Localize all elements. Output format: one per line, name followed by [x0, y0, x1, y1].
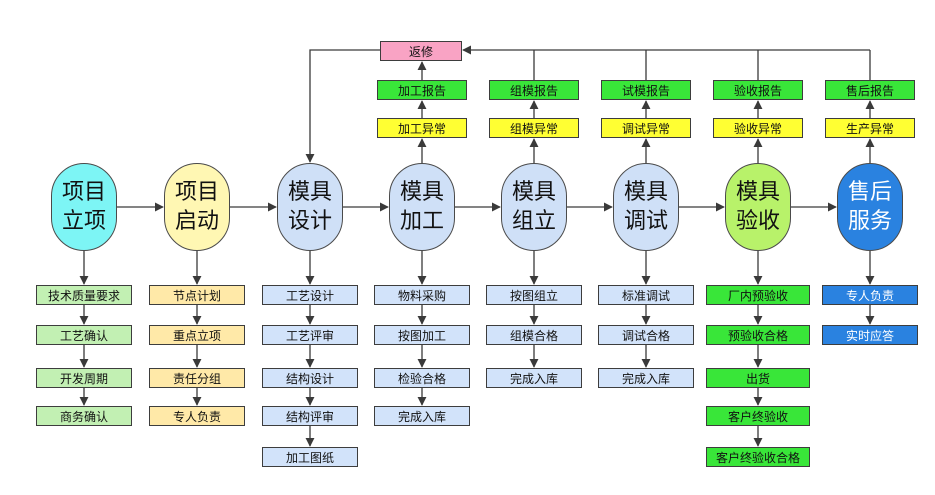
sub-item: 加工图纸: [262, 447, 358, 467]
sub-item: 检验合格: [374, 368, 470, 388]
rework-box: 返修: [380, 41, 462, 61]
stage-label-line1: 售后: [847, 180, 892, 205]
rework-arrow: [305, 49, 380, 163]
sub-item: 实时应答: [822, 325, 918, 345]
sub-item: 组模合格: [486, 325, 582, 345]
sub-item: 结构设计: [262, 368, 358, 388]
stage-s6: 模具调试: [613, 163, 679, 251]
stage-label-line1: 项目: [174, 180, 219, 205]
sub-item: 开发周期: [36, 368, 132, 388]
sub-item: 调试合格: [598, 325, 694, 345]
sub-item: 工艺评审: [262, 325, 358, 345]
sub-item: 按图加工: [374, 325, 470, 345]
sub-item: 完成入库: [486, 368, 582, 388]
report-box: 试模报告: [601, 80, 691, 100]
stage-label-line1: 模具: [511, 180, 556, 205]
stage-label-line1: 模具: [287, 180, 332, 205]
stage-label-line2: 服务: [847, 209, 892, 234]
stage-s5: 模具组立: [501, 163, 567, 251]
stage-label-line1: 项目: [61, 180, 106, 205]
sub-item: 按图组立: [486, 285, 582, 305]
sub-item: 责任分组: [149, 368, 245, 388]
exception-box: 调试异常: [601, 118, 691, 138]
sub-item: 节点计划: [149, 285, 245, 305]
report-box: 组模报告: [489, 80, 579, 100]
stage-s2: 项目启动: [164, 163, 230, 251]
sub-item: 技术质量要求: [36, 285, 132, 305]
sub-item: 专人负责: [149, 406, 245, 426]
sub-item: 结构评审: [262, 406, 358, 426]
sub-item: 工艺确认: [36, 325, 132, 345]
stage-s1: 项目立项: [51, 163, 117, 251]
exception-box: 验收异常: [713, 118, 803, 138]
report-box: 售后报告: [825, 80, 915, 100]
sub-item: 物料采购: [374, 285, 470, 305]
sub-item: 出货: [706, 368, 810, 388]
sub-item: 工艺设计: [262, 285, 358, 305]
exception-box: 生产异常: [825, 118, 915, 138]
stage-label-line2: 设计: [287, 209, 332, 234]
sub-item: 厂内预验收: [706, 285, 810, 305]
exception-box: 组模异常: [489, 118, 579, 138]
sub-item: 完成入库: [374, 406, 470, 426]
stage-label-line1: 模具: [399, 180, 444, 205]
sub-item: 预验收合格: [706, 325, 810, 345]
report-box: 验收报告: [713, 80, 803, 100]
sub-item: 重点立项: [149, 325, 245, 345]
stage-s7: 模具验收: [725, 163, 791, 251]
stage-label-line2: 验收: [735, 209, 780, 234]
sub-item: 专人负责: [822, 285, 918, 305]
sub-item: 客户终验收: [706, 406, 810, 426]
sub-item: 完成入库: [598, 368, 694, 388]
stage-s3: 模具设计: [277, 163, 343, 251]
stage-label-line2: 调试: [623, 209, 668, 234]
stage-label-line2: 加工: [399, 209, 444, 234]
stage-label-line2: 立项: [61, 209, 106, 234]
exception-box: 加工异常: [377, 118, 467, 138]
stage-s4: 模具加工: [389, 163, 455, 251]
stage-label-line2: 组立: [511, 209, 556, 234]
stage-s8: 售后服务: [837, 163, 903, 251]
sub-item: 标准调试: [598, 285, 694, 305]
stage-label-line1: 模具: [735, 180, 780, 205]
report-box: 加工报告: [377, 80, 467, 100]
stage-label-line1: 模具: [623, 180, 668, 205]
sub-item: 商务确认: [36, 406, 132, 426]
stage-label-line2: 启动: [174, 209, 219, 234]
sub-item: 客户终验收合格: [706, 447, 810, 467]
